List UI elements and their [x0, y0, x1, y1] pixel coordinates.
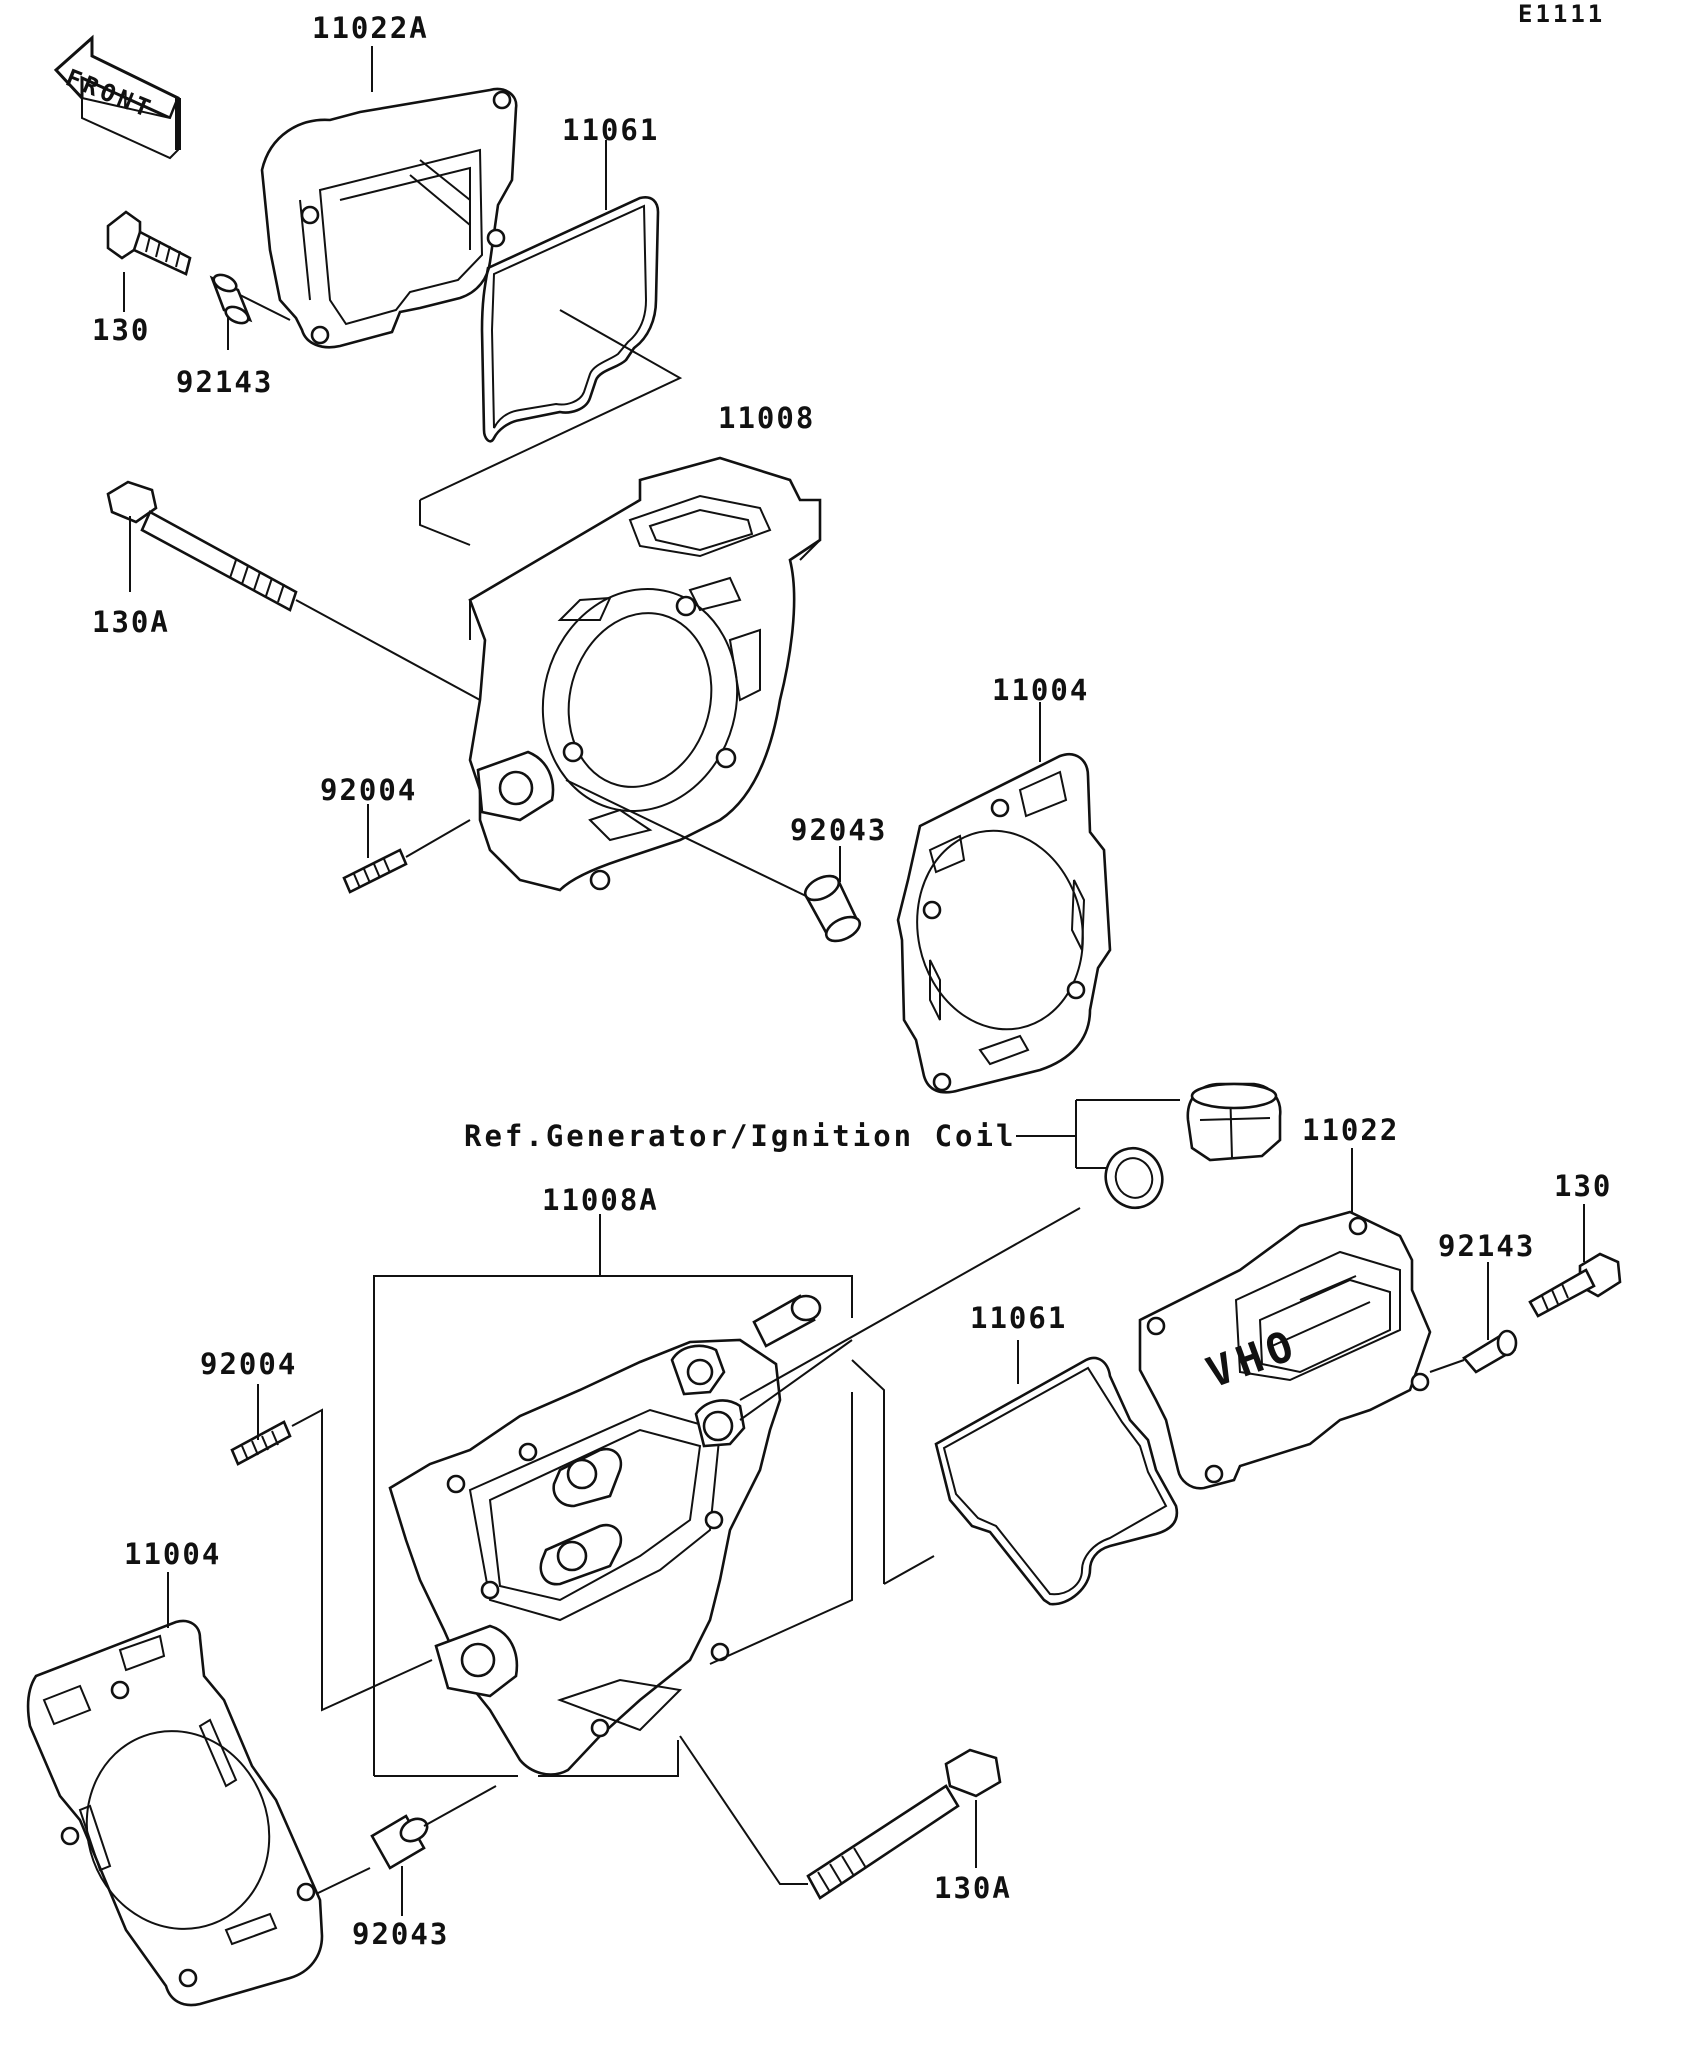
- label-92043-top: 92043: [790, 813, 887, 847]
- label-92004-top: 92004: [320, 773, 417, 807]
- head-bolt-130A-bottom: [806, 1748, 1002, 1900]
- guide-92004-bottom: [291, 1408, 433, 1712]
- diagram-id: E1111: [1518, 0, 1605, 28]
- guide-ref-to-head: [739, 1207, 1081, 1401]
- ref-bracket: [1016, 1099, 1180, 1169]
- head-gasket-11004-top: [896, 753, 1112, 1094]
- label-92004-bottom: 92004: [200, 1347, 297, 1381]
- label-11008A: 11008A: [542, 1183, 659, 1217]
- dowel-92043-bottom: [370, 1814, 429, 1870]
- front-arrow-icon: FRONT: [53, 34, 181, 160]
- spark-plug-sleeve: [752, 1294, 822, 1348]
- label-11061-bottom: 11061: [970, 1301, 1067, 1335]
- stud-92004-top: [342, 848, 408, 894]
- label-92143-top: 92143: [176, 365, 273, 399]
- label-130A-top: 130A: [92, 605, 170, 639]
- guide-92004-top: [405, 819, 471, 858]
- label-11061-top: 11061: [562, 113, 659, 147]
- label-130-top: 130: [92, 313, 150, 347]
- guide-92043-top: [565, 779, 807, 897]
- bracket-11008A-right: [709, 1392, 853, 1665]
- guide-92043-bottom: [423, 1785, 497, 1827]
- guide-ref-to-head-2: [739, 1339, 853, 1421]
- bracket-11008A-lower: [374, 1740, 679, 1777]
- label-11022A: 11022A: [312, 11, 429, 45]
- label-11004-top: 11004: [992, 673, 1089, 707]
- head-bolt-130A-top: [106, 480, 298, 612]
- label-11004-bottom: 11004: [124, 1537, 221, 1571]
- bolt-130-top: [106, 210, 192, 276]
- bracket-11008A: [373, 1275, 853, 1776]
- label-reference-note: Ref.Generator/Ignition Coil: [464, 1119, 1016, 1153]
- guide-130A-bottom: [679, 1735, 808, 1885]
- guide-11061-bottom: [851, 1359, 935, 1585]
- head-cover-gasket-bottom: [934, 1356, 1179, 1606]
- cylinder-11008: [468, 456, 822, 892]
- cylinder-head-11008A: [388, 1338, 782, 1776]
- sealing-washer: [1104, 1146, 1164, 1210]
- dowel-pin-92143-right: [1462, 1329, 1518, 1374]
- dowel-92043-top: [803, 874, 862, 943]
- oil-filler-plug: [1186, 1082, 1282, 1162]
- label-92143-right: 92143: [1438, 1229, 1535, 1263]
- bolt-130-right: [1528, 1252, 1622, 1318]
- label-92043-bottom: 92043: [352, 1917, 449, 1951]
- label-130A-bottom: 130A: [934, 1871, 1012, 1905]
- label-130-right: 130: [1554, 1169, 1612, 1203]
- head-cover-gasket-top: [480, 196, 660, 443]
- label-11022: 11022: [1302, 1113, 1399, 1147]
- guide-130A-top: [295, 599, 481, 701]
- head-gasket-11004-bottom: [26, 1619, 324, 2007]
- label-11008: 11008: [718, 401, 815, 435]
- stud-92004-bottom: [230, 1420, 292, 1466]
- dowel-pin-92143-top: [209, 273, 253, 325]
- guide-92143-right: [1429, 1359, 1465, 1373]
- guide-11004-bottom: [315, 1867, 371, 1895]
- cylinder-head-cover-11022: OHV: [1138, 1210, 1432, 1490]
- cylinder-head-cover-top: [260, 87, 518, 349]
- guide-top-cover-2: [419, 500, 471, 546]
